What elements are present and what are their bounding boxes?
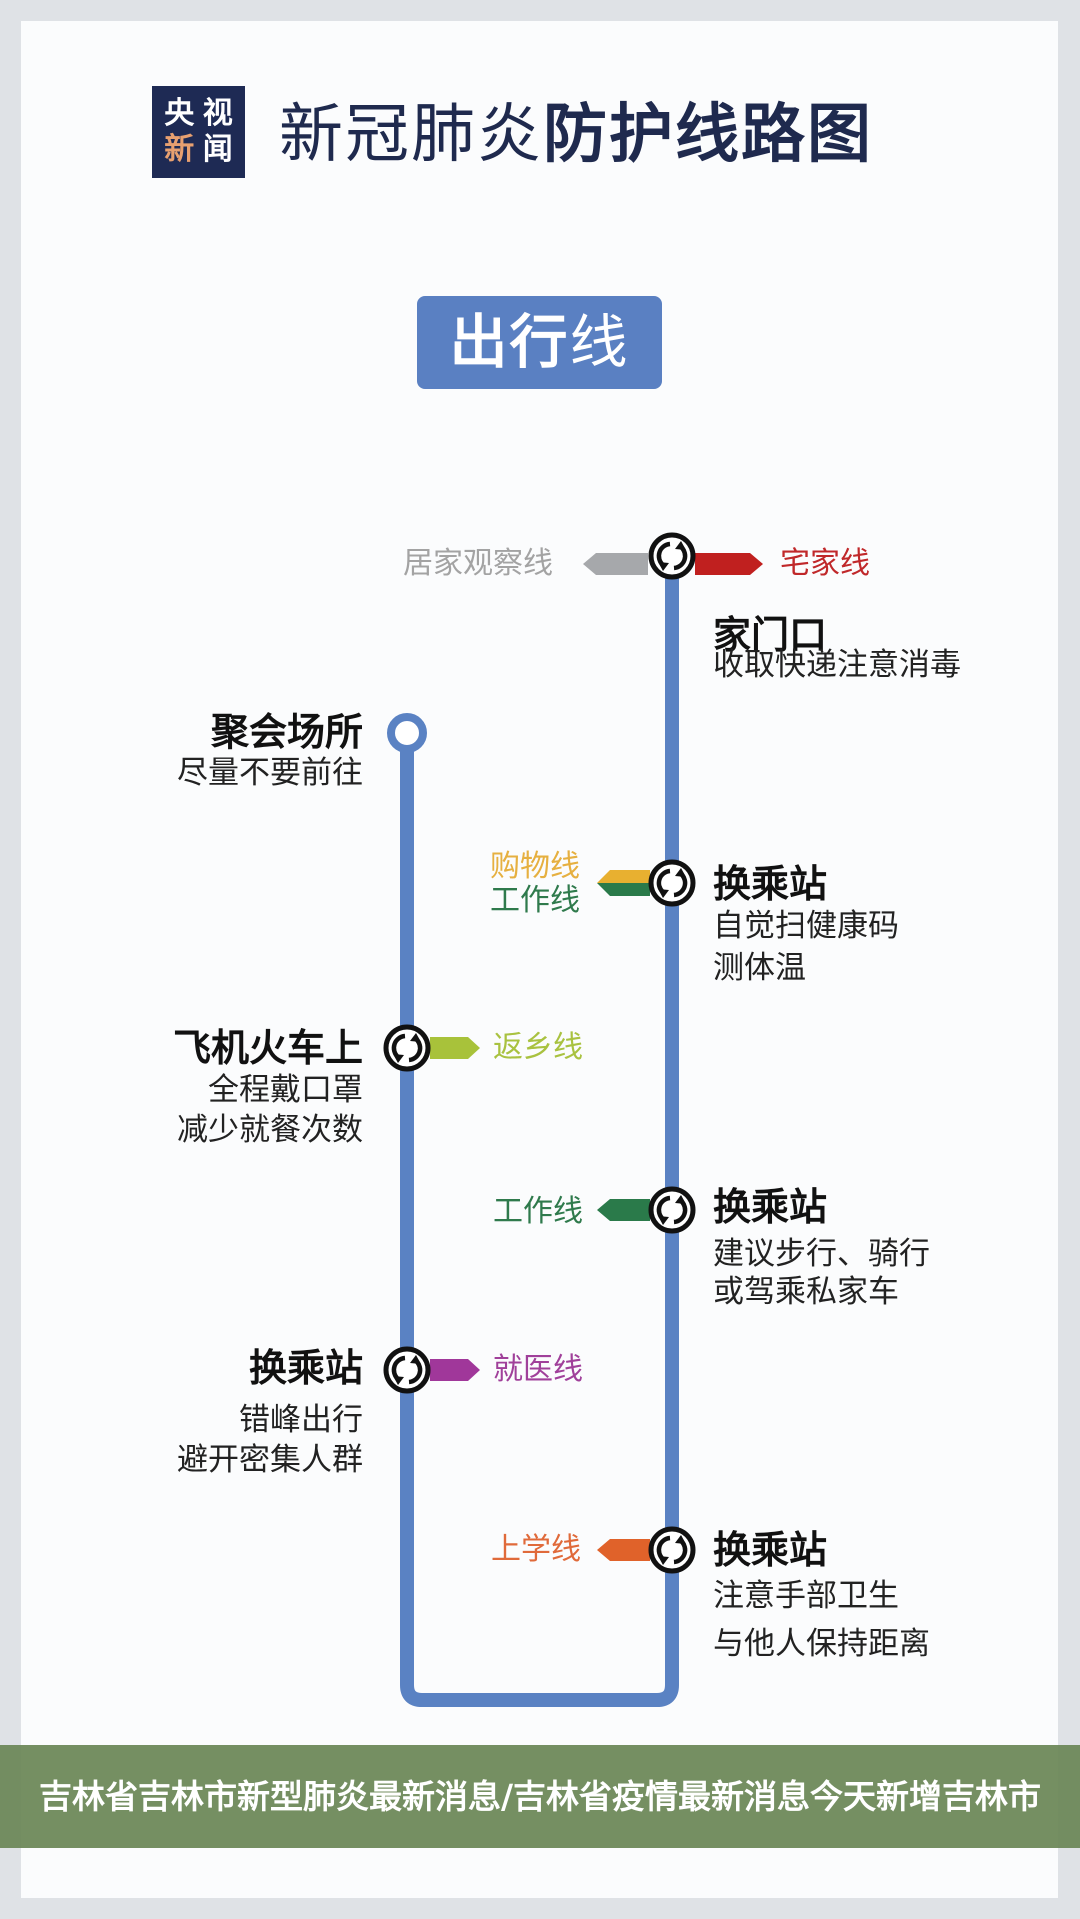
transfer-icon bbox=[651, 1529, 693, 1571]
shopping-arrow bbox=[597, 870, 650, 883]
transfer-icon bbox=[651, 535, 693, 577]
station-note: 收取快递注意消毒 bbox=[713, 647, 961, 683]
station-title-doorway: 家门口 bbox=[713, 613, 828, 657]
logo-char: 新 bbox=[164, 132, 195, 167]
transfer-icon bbox=[651, 1189, 693, 1231]
open-station-marker bbox=[387, 713, 427, 753]
station-title-transfer: 换乘站 bbox=[713, 1185, 828, 1229]
station-title-transfer: 换乘站 bbox=[713, 862, 828, 906]
station-note: 避开密集人群 bbox=[177, 1442, 363, 1478]
station-note: 注意手部卫生 bbox=[713, 1578, 899, 1614]
route-line bbox=[400, 556, 679, 1707]
station-note: 或驾乘私家车 bbox=[713, 1274, 899, 1310]
station-title-transfer: 换乘站 bbox=[713, 1528, 828, 1572]
station-note: 测体温 bbox=[713, 950, 806, 986]
cctv-news-logo: 央 视 新 闻 bbox=[152, 86, 245, 178]
page-title: 新冠肺炎防护线路图 bbox=[279, 98, 873, 172]
title-part1: 新冠肺炎 bbox=[279, 98, 543, 172]
station-note: 建议步行、骑行 bbox=[713, 1236, 930, 1272]
return-home-arrow bbox=[430, 1037, 480, 1059]
home-watch-arrow bbox=[583, 553, 648, 575]
section-heading: 出行线 bbox=[417, 296, 662, 389]
transfer-icon bbox=[386, 1349, 428, 1391]
line-label-medical: 就医线 bbox=[493, 1352, 583, 1387]
work-arrow-2 bbox=[597, 1199, 650, 1221]
overlay-caption-banner: 吉林省吉林市新型肺炎最新消息/吉林省疫情最新消息今天新增吉林市 bbox=[0, 1745, 1080, 1848]
section-heading-thin: 线 bbox=[569, 308, 630, 376]
school-arrow bbox=[597, 1539, 650, 1561]
station-title-transfer: 换乘站 bbox=[248, 1346, 363, 1390]
station-note: 与他人保持距离 bbox=[713, 1626, 930, 1662]
line-label-stay-home: 宅家线 bbox=[780, 546, 870, 581]
line-label-school: 上学线 bbox=[491, 1532, 581, 1567]
logo-char: 视 bbox=[202, 96, 233, 131]
logo-char: 央 bbox=[164, 96, 195, 131]
section-heading-bold: 出行 bbox=[449, 308, 570, 376]
station-note: 尽量不要前往 bbox=[177, 755, 363, 791]
overlay-caption-text: 吉林省吉林市新型肺炎最新消息/吉林省疫情最新消息今天新增吉林市 bbox=[38, 1776, 1042, 1816]
station-note: 全程戴口罩 bbox=[208, 1072, 363, 1108]
station-title-gathering: 聚会场所 bbox=[210, 710, 363, 754]
stay-home-arrow bbox=[695, 553, 763, 575]
title-part2: 防护线路图 bbox=[543, 98, 873, 172]
station-note: 错峰出行 bbox=[239, 1402, 363, 1438]
line-label-home-watch: 居家观察线 bbox=[403, 546, 553, 581]
work-arrow bbox=[597, 883, 650, 896]
line-label-work-2: 工作线 bbox=[493, 1194, 583, 1229]
line-label-shopping: 购物线 bbox=[490, 849, 580, 884]
transfer-icon bbox=[386, 1027, 428, 1069]
transfer-icon bbox=[651, 862, 693, 904]
station-note: 减少就餐次数 bbox=[177, 1112, 363, 1148]
station-title-transport: 飞机火车上 bbox=[172, 1026, 363, 1070]
medical-arrow bbox=[430, 1359, 480, 1381]
line-label-work: 工作线 bbox=[490, 883, 580, 918]
logo-char: 闻 bbox=[202, 132, 233, 167]
line-label-return-home: 返乡线 bbox=[493, 1030, 583, 1065]
station-note: 自觉扫健康码 bbox=[713, 908, 899, 944]
